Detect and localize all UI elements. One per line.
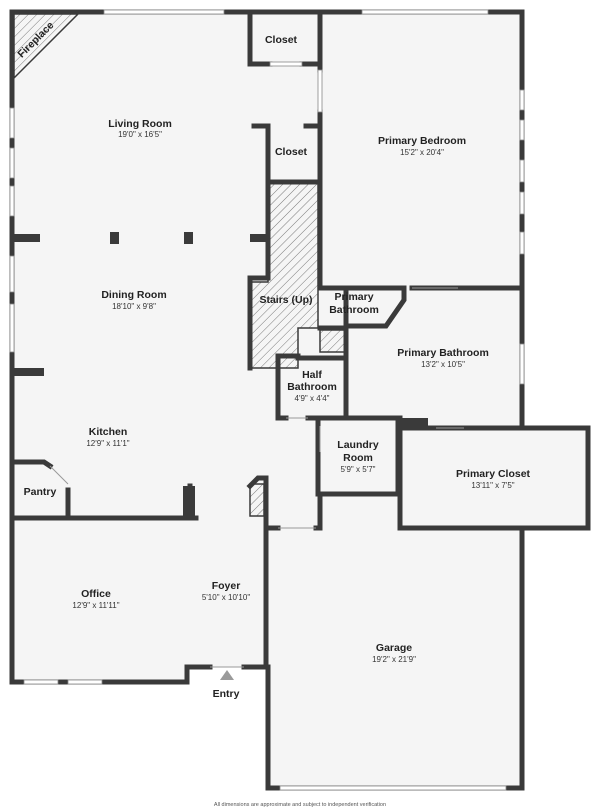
window-right-6 [519, 343, 525, 385]
laundry-room-dim: 5'9" x 5'7" [341, 465, 376, 474]
primary-closet-dim: 13'11" x 7'5" [471, 481, 514, 490]
office-dim: 12'9" x 11'11" [72, 601, 119, 610]
window-left-1 [9, 107, 15, 139]
room-labels: Fireplace Closet Living Room 19'0" x 16'… [15, 19, 530, 808]
half-bath-wall-left [275, 355, 289, 421]
bedroom-door-opening [317, 69, 323, 113]
door-lines [49, 287, 464, 668]
primary-closet-label: Primary Closet [456, 468, 531, 480]
window-top-2 [361, 9, 489, 15]
column-2 [184, 232, 193, 244]
dining-room-dim: 18'10" x 9'8" [112, 302, 156, 311]
stairs-landing-hatch [319, 329, 347, 353]
living-room-dim: 19'0" x 16'5" [118, 130, 162, 139]
mid-closet-wall [251, 123, 321, 185]
stairs-wall [247, 179, 271, 281]
stairs-label: Stairs (Up) [259, 294, 312, 306]
stub-left-1 [12, 234, 40, 242]
garage-label: Garage [376, 642, 412, 654]
window-left-3 [9, 185, 15, 217]
office-label: Office [81, 588, 111, 600]
garage-dim: 19'2" x 21'9" [372, 655, 416, 664]
window-top-1 [103, 9, 225, 15]
island-end [183, 486, 195, 518]
dining-room-label: Dining Room [101, 289, 166, 301]
wall-stubs [12, 232, 428, 518]
primary-bedroom-label: Primary Bedroom [378, 135, 466, 147]
primary-bath-small-wall [317, 285, 407, 329]
windows [9, 9, 525, 791]
kitchen-label: Kitchen [89, 426, 128, 438]
stub-left-2 [12, 368, 44, 376]
entry-arrow-icon [220, 670, 234, 680]
closet-door-opening [269, 61, 303, 67]
window-right-3 [519, 159, 525, 183]
primary-bathroom-label: Primary Bathroom [397, 347, 489, 359]
primary-bathroom-small-line1: Primary [334, 291, 373, 303]
half-bathroom-line1: Half [302, 369, 322, 381]
entry-label: Entry [213, 688, 240, 700]
window-right-5 [519, 231, 525, 255]
window-right-1 [519, 89, 525, 111]
window-bottom-2 [67, 679, 103, 685]
window-left-2 [9, 147, 15, 179]
garage-door [279, 785, 507, 791]
stub-bath [400, 418, 428, 426]
laundry-room-line1: Laundry [337, 439, 379, 451]
half-bathroom-line2: Bathroom [287, 381, 337, 393]
window-right-4 [519, 191, 525, 215]
primary-bathroom-dim: 13'2" x 10'5" [421, 360, 465, 369]
closet-top-label: Closet [265, 34, 298, 46]
foyer-dim: 5'10" x 10'10" [202, 593, 250, 602]
top-closet-wall [247, 9, 273, 67]
foyer-wall [246, 475, 269, 670]
kitchen-dim: 12'9" x 11'1" [86, 439, 129, 448]
window-right-2 [519, 119, 525, 141]
stub-right [250, 234, 268, 242]
half-bathroom-dim: 4'9" x 4'4" [295, 394, 330, 403]
pantry-wall [9, 459, 54, 470]
window-left-5 [9, 303, 15, 353]
window-bottom-1 [23, 679, 59, 685]
closet-mid-label: Closet [275, 146, 308, 158]
living-room-label: Living Room [108, 118, 172, 130]
pantry-door-swing [49, 465, 69, 485]
footnote: All dimensions are approximate and subje… [214, 802, 386, 808]
column-1 [110, 232, 119, 244]
primary-bathroom-small-line2: Bathroom [329, 304, 379, 316]
main-floor-area [12, 12, 588, 788]
foyer-label: Foyer [212, 580, 241, 592]
floor-areas [12, 12, 588, 788]
foyer-column-hatch [249, 483, 265, 517]
pantry-label: Pantry [24, 486, 57, 498]
laundry-room-line2: Room [343, 452, 373, 464]
primary-bedroom-dim: 15'2" x 20'4" [400, 148, 444, 157]
window-left-4 [9, 255, 15, 293]
